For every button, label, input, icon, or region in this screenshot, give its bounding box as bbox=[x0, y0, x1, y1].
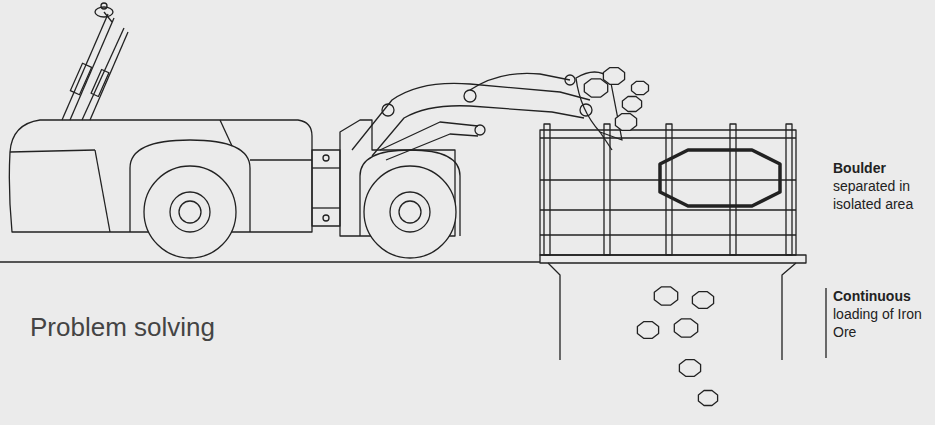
rock bbox=[615, 114, 636, 131]
boulder bbox=[660, 150, 780, 206]
rock bbox=[584, 79, 607, 97]
grizzly-grate bbox=[540, 124, 806, 263]
rocks bbox=[584, 68, 717, 406]
articulation-joint bbox=[312, 150, 340, 226]
rock bbox=[654, 287, 677, 305]
rock bbox=[632, 81, 649, 94]
lift-arm bbox=[352, 73, 592, 160]
ground-line bbox=[0, 261, 540, 262]
rock bbox=[637, 322, 658, 339]
rock bbox=[603, 68, 624, 85]
title: Problem solving bbox=[30, 312, 215, 343]
chute bbox=[548, 263, 796, 360]
camera-mast bbox=[62, 3, 128, 120]
front-wheel bbox=[364, 166, 456, 258]
rock bbox=[698, 391, 717, 406]
label-note: loading of Iron Ore bbox=[833, 306, 931, 341]
rear-wheel bbox=[144, 166, 236, 258]
rock bbox=[674, 319, 697, 337]
label-heading: Continuous bbox=[833, 288, 911, 304]
label-note: separated in isolated area bbox=[833, 178, 931, 213]
label-heading: Boulder bbox=[833, 160, 886, 176]
leader-line bbox=[825, 288, 826, 358]
rock bbox=[679, 360, 700, 377]
rock bbox=[692, 292, 713, 309]
rock bbox=[622, 97, 641, 112]
